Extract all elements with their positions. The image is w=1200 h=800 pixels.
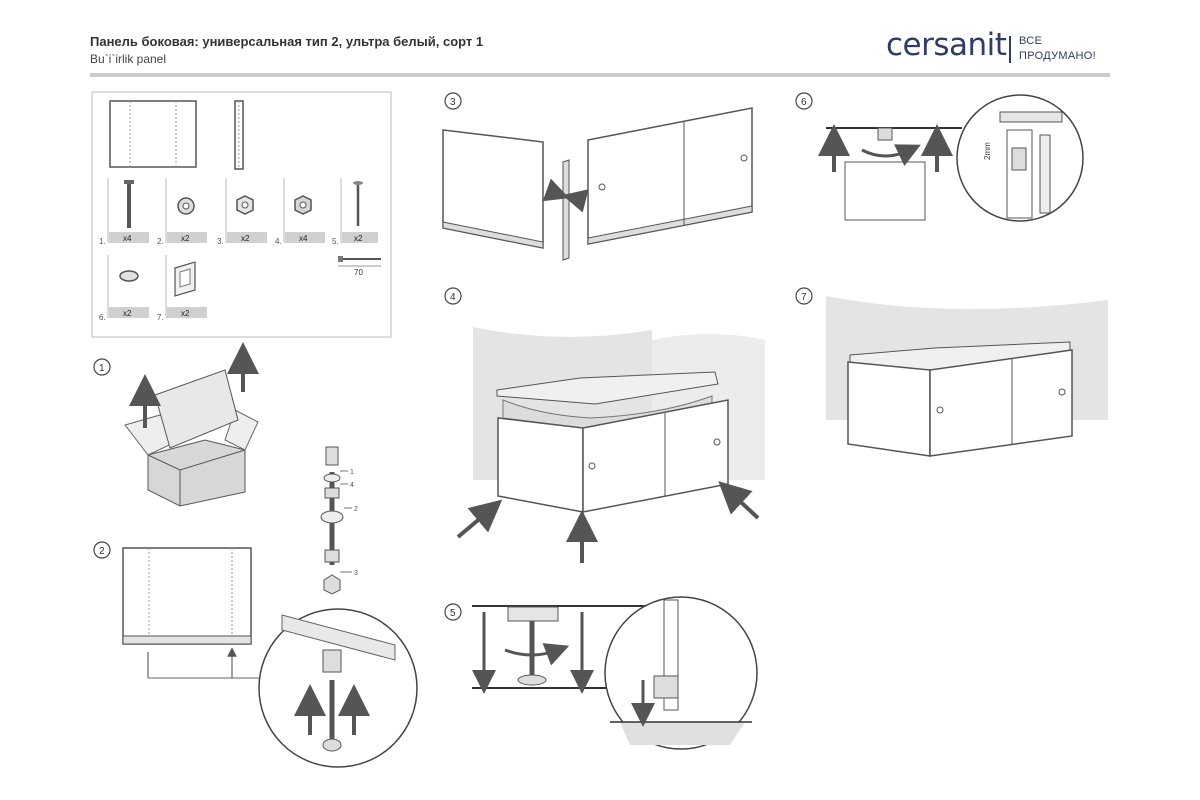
step-number: 5	[450, 608, 456, 619]
part-number: 3.	[217, 237, 224, 246]
leg-label: 1	[350, 469, 354, 476]
logo-separator	[1009, 36, 1011, 63]
leg-label: 2	[354, 506, 358, 513]
part-quantity: x4	[299, 234, 308, 243]
brand-logo: cersanit	[886, 27, 1007, 63]
step-number: 3	[450, 97, 456, 108]
screw-dimension: 70	[338, 256, 381, 277]
header-divider	[90, 73, 1110, 77]
part-cell-6: 6. x2	[99, 255, 149, 322]
step-number: 7	[801, 292, 807, 303]
part-cell-5: 5. x2	[332, 178, 378, 246]
step-number: 6	[801, 97, 807, 108]
screw-length: 70	[354, 268, 363, 277]
part-cell-7: 7. x2	[157, 255, 207, 322]
document-title: Панель боковая: универсальная тип 2, уль…	[90, 34, 484, 49]
bolt-icon	[124, 180, 134, 184]
step-7-finished: 7	[795, 287, 1108, 457]
slogan-line-1: ВСЕ	[1019, 35, 1043, 47]
step-number: 2	[99, 546, 105, 557]
part-quantity: x2	[241, 234, 250, 243]
part-quantity: x2	[181, 309, 190, 318]
step-1-unpack: 1	[93, 342, 259, 507]
part-quantity: x2	[123, 309, 132, 318]
gap-label: 2mm	[983, 142, 992, 160]
part-cell-1: 1. x4	[99, 178, 149, 246]
slogan-line-2: ПРОДУМАНО!	[1019, 50, 1096, 62]
step-3-join-panels: 3	[442, 92, 753, 261]
part-quantity: x2	[354, 234, 363, 243]
leg-assembly: 1 4 2 3	[320, 446, 358, 595]
part-quantity: x4	[123, 234, 132, 243]
document-subtitle: Bu`i`irlik panel	[90, 52, 167, 66]
part-number: 2.	[157, 237, 164, 246]
step-6-gap-check: 6 2mm	[795, 92, 1084, 222]
leg-label: 4	[350, 482, 354, 489]
step-number: 4	[450, 292, 456, 303]
part-quantity: x2	[181, 234, 190, 243]
part-cell-2: 2. x2	[157, 178, 207, 246]
part-number: 5.	[332, 237, 339, 246]
part-cell-4: 4. x4	[275, 178, 325, 246]
parts-list-box: 1. x4 2. x2 3. x2 4. x4	[91, 91, 392, 338]
step-4-install-under-bath: 4	[444, 287, 765, 563]
part-number: 1.	[99, 237, 106, 246]
part-number: 6.	[99, 313, 106, 322]
part-cell-3: 3. x2	[217, 178, 267, 246]
part-number: 4.	[275, 237, 282, 246]
leg-label: 3	[354, 570, 358, 577]
step-number: 1	[99, 363, 105, 374]
pad-icon	[119, 270, 139, 282]
step-5-adjust-legs: 5	[444, 596, 758, 750]
part-number: 7.	[157, 313, 164, 322]
panel-front-icon	[109, 100, 197, 168]
step-2-panel-legs: 2	[93, 541, 418, 768]
